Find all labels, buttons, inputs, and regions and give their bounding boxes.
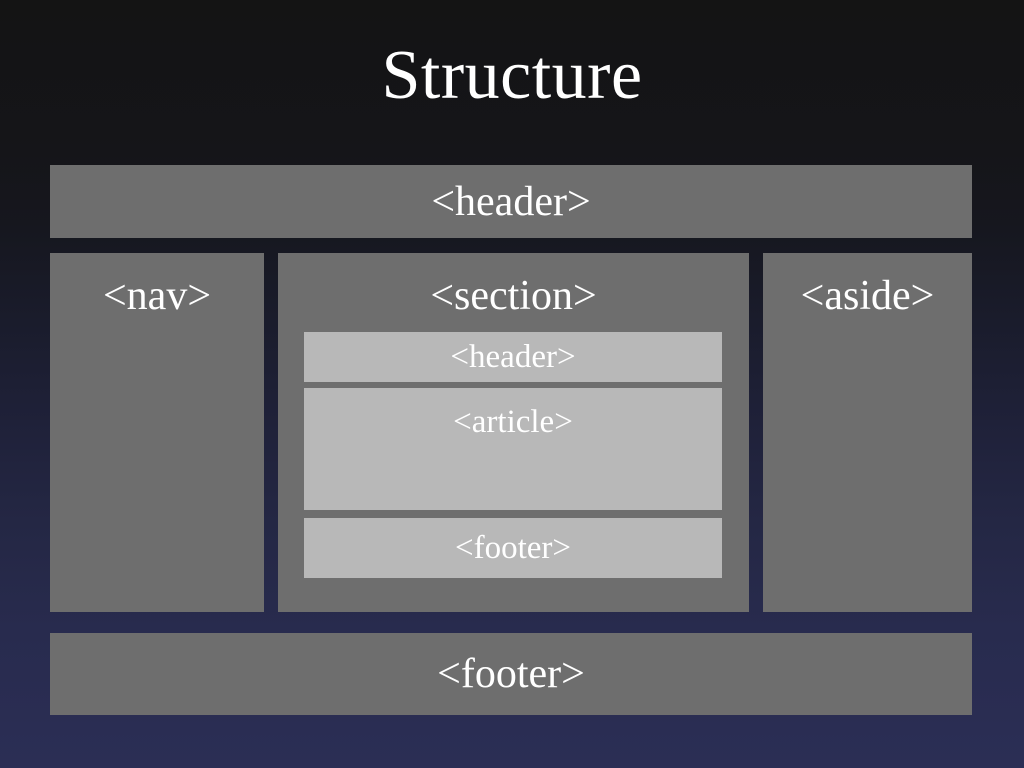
diagram-box-aside: <aside> bbox=[763, 253, 972, 612]
diagram-box-section: <section> <header> <article> <footer> bbox=[278, 253, 749, 612]
diagram-box-section-label: <section> bbox=[430, 273, 597, 319]
diagram-box-section-header-label: <header> bbox=[450, 339, 576, 375]
diagram-box-nav: <nav> bbox=[50, 253, 264, 612]
diagram-box-section-footer-label: <footer> bbox=[454, 530, 571, 566]
diagram-box-section-header: <header> bbox=[304, 332, 722, 382]
diagram-box-aside-label: <aside> bbox=[800, 273, 935, 319]
diagram-box-footer-label: <footer> bbox=[437, 651, 585, 697]
diagram-box-footer: <footer> bbox=[50, 633, 972, 715]
diagram-box-nav-label: <nav> bbox=[102, 273, 211, 319]
page-title: Structure bbox=[381, 37, 643, 114]
diagram-box-section-footer: <footer> bbox=[304, 518, 722, 578]
diagram-box-header: <header> bbox=[50, 165, 972, 238]
diagram-box-section-article: <article> bbox=[304, 388, 722, 510]
diagram-box-header-label: <header> bbox=[431, 178, 591, 225]
diagram-box-section-article-label: <article> bbox=[453, 404, 573, 440]
